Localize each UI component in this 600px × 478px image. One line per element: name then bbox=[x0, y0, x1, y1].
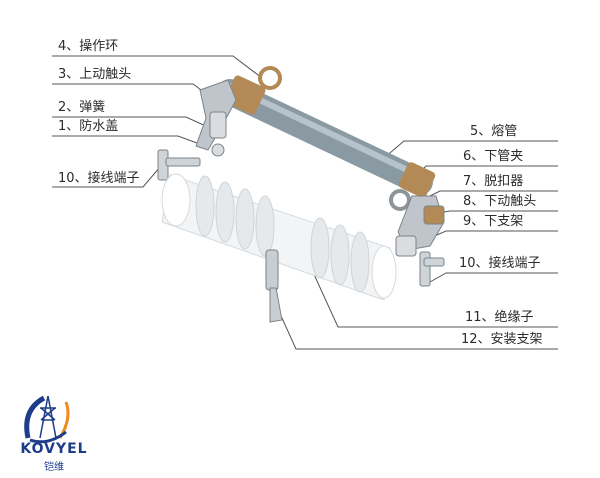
logo-name: KOVYEL bbox=[20, 441, 88, 457]
label-upper-contact: 3、上动触头 bbox=[58, 67, 132, 82]
operating-ring-icon bbox=[258, 66, 282, 90]
label-spring: 2、弹簧 bbox=[58, 100, 106, 115]
logo-subtitle: 铠维 bbox=[44, 462, 64, 473]
label-release: 7、脱扣器 bbox=[463, 174, 524, 189]
label-lower-terminal: 10、接线端子 bbox=[459, 256, 541, 271]
label-lower-tube-clamp: 6、下管夹 bbox=[463, 149, 524, 164]
mounting-bracket-icon bbox=[265, 249, 283, 323]
label-operating-ring: 4、操作环 bbox=[58, 39, 119, 54]
label-lower-bracket: 9、下支架 bbox=[463, 214, 524, 229]
label-mounting-bracket: 12、安装支架 bbox=[461, 332, 543, 347]
label-upper-terminal: 10、接线端子 bbox=[58, 171, 140, 186]
upper-terminal-icon bbox=[157, 149, 201, 181]
label-insulator: 11、绝缘子 bbox=[465, 310, 534, 325]
lower-terminal-icon bbox=[419, 251, 445, 287]
insulator-icon bbox=[161, 173, 397, 301]
fuse-tube bbox=[217, 75, 436, 198]
label-fuse-tube: 5、熔管 bbox=[470, 124, 518, 139]
upper-contact-icon bbox=[195, 79, 237, 157]
label-lower-contact: 8、下动触头 bbox=[463, 194, 537, 209]
lower-contact-icon bbox=[389, 189, 445, 257]
label-waterproof-cover: 1、防水盖 bbox=[58, 119, 119, 134]
logo-icon bbox=[24, 395, 70, 444]
